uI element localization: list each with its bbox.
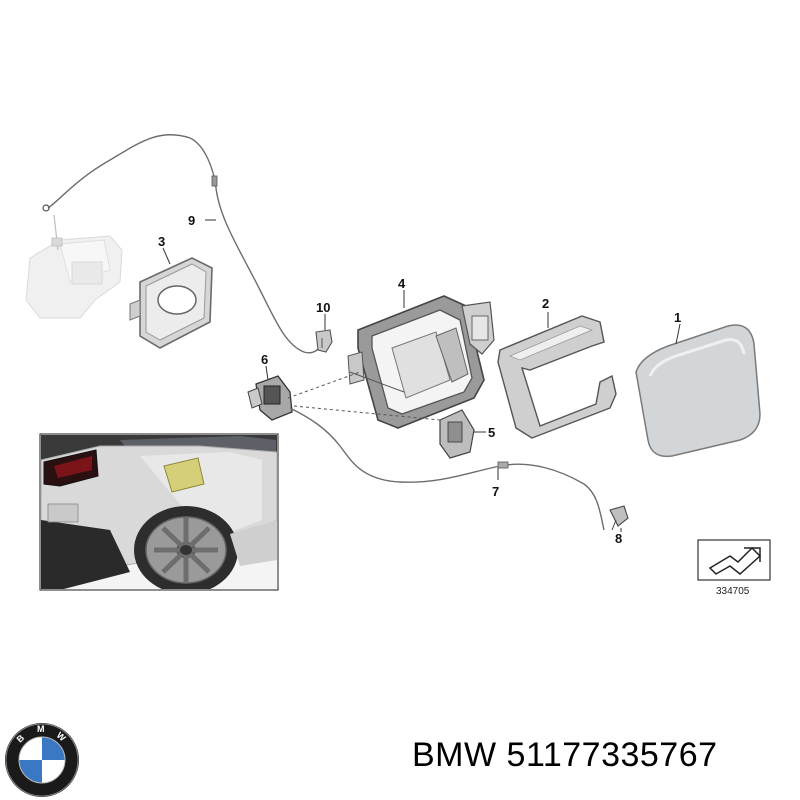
latch-assembly bbox=[25, 214, 123, 319]
part-10-clip bbox=[315, 329, 333, 353]
callout-3: 3 bbox=[158, 234, 165, 249]
svg-text:B: B bbox=[15, 732, 27, 744]
part-4-fuel-door-housing bbox=[347, 295, 495, 429]
callout-5: 5 bbox=[488, 425, 495, 440]
callout-10: 10 bbox=[316, 300, 330, 315]
cable-7-clip bbox=[497, 461, 509, 469]
part-5-bracket bbox=[439, 409, 475, 459]
dashed-assembly-lines bbox=[287, 371, 441, 421]
reference-symbol bbox=[697, 539, 771, 581]
leader-1 bbox=[675, 323, 681, 345]
leader-3 bbox=[162, 247, 171, 265]
callout-1: 1 bbox=[674, 310, 681, 325]
cable-9-clip bbox=[211, 175, 218, 187]
part-number: 51177335767 bbox=[506, 736, 718, 774]
callout-8: 8 bbox=[615, 531, 622, 546]
part-3-flap-seal bbox=[129, 257, 213, 349]
cable-7 bbox=[289, 407, 605, 531]
svg-text:M: M bbox=[37, 724, 45, 734]
reference-number: 334705 bbox=[716, 586, 750, 597]
bmw-logo: B M W bbox=[5, 723, 79, 797]
callout-6: 6 bbox=[261, 352, 268, 367]
leader-6 bbox=[265, 365, 269, 381]
part-1-fuel-flap bbox=[635, 324, 761, 458]
part-caption: BMW 51177335767 bbox=[412, 736, 718, 775]
brand-name: BMW bbox=[412, 736, 497, 774]
assembly-line bbox=[349, 371, 405, 393]
part-6-actuator bbox=[247, 375, 293, 421]
callout-2: 2 bbox=[542, 296, 549, 311]
callout-4: 4 bbox=[398, 276, 406, 291]
callout-7: 7 bbox=[492, 484, 499, 499]
part-8-clip bbox=[609, 505, 629, 531]
vehicle-location-inset bbox=[39, 433, 279, 591]
callout-9: 9 bbox=[188, 213, 195, 228]
cable-9 bbox=[47, 134, 327, 354]
part-2-gasket-frame bbox=[497, 315, 617, 439]
cable-9-eyelet bbox=[42, 204, 50, 212]
